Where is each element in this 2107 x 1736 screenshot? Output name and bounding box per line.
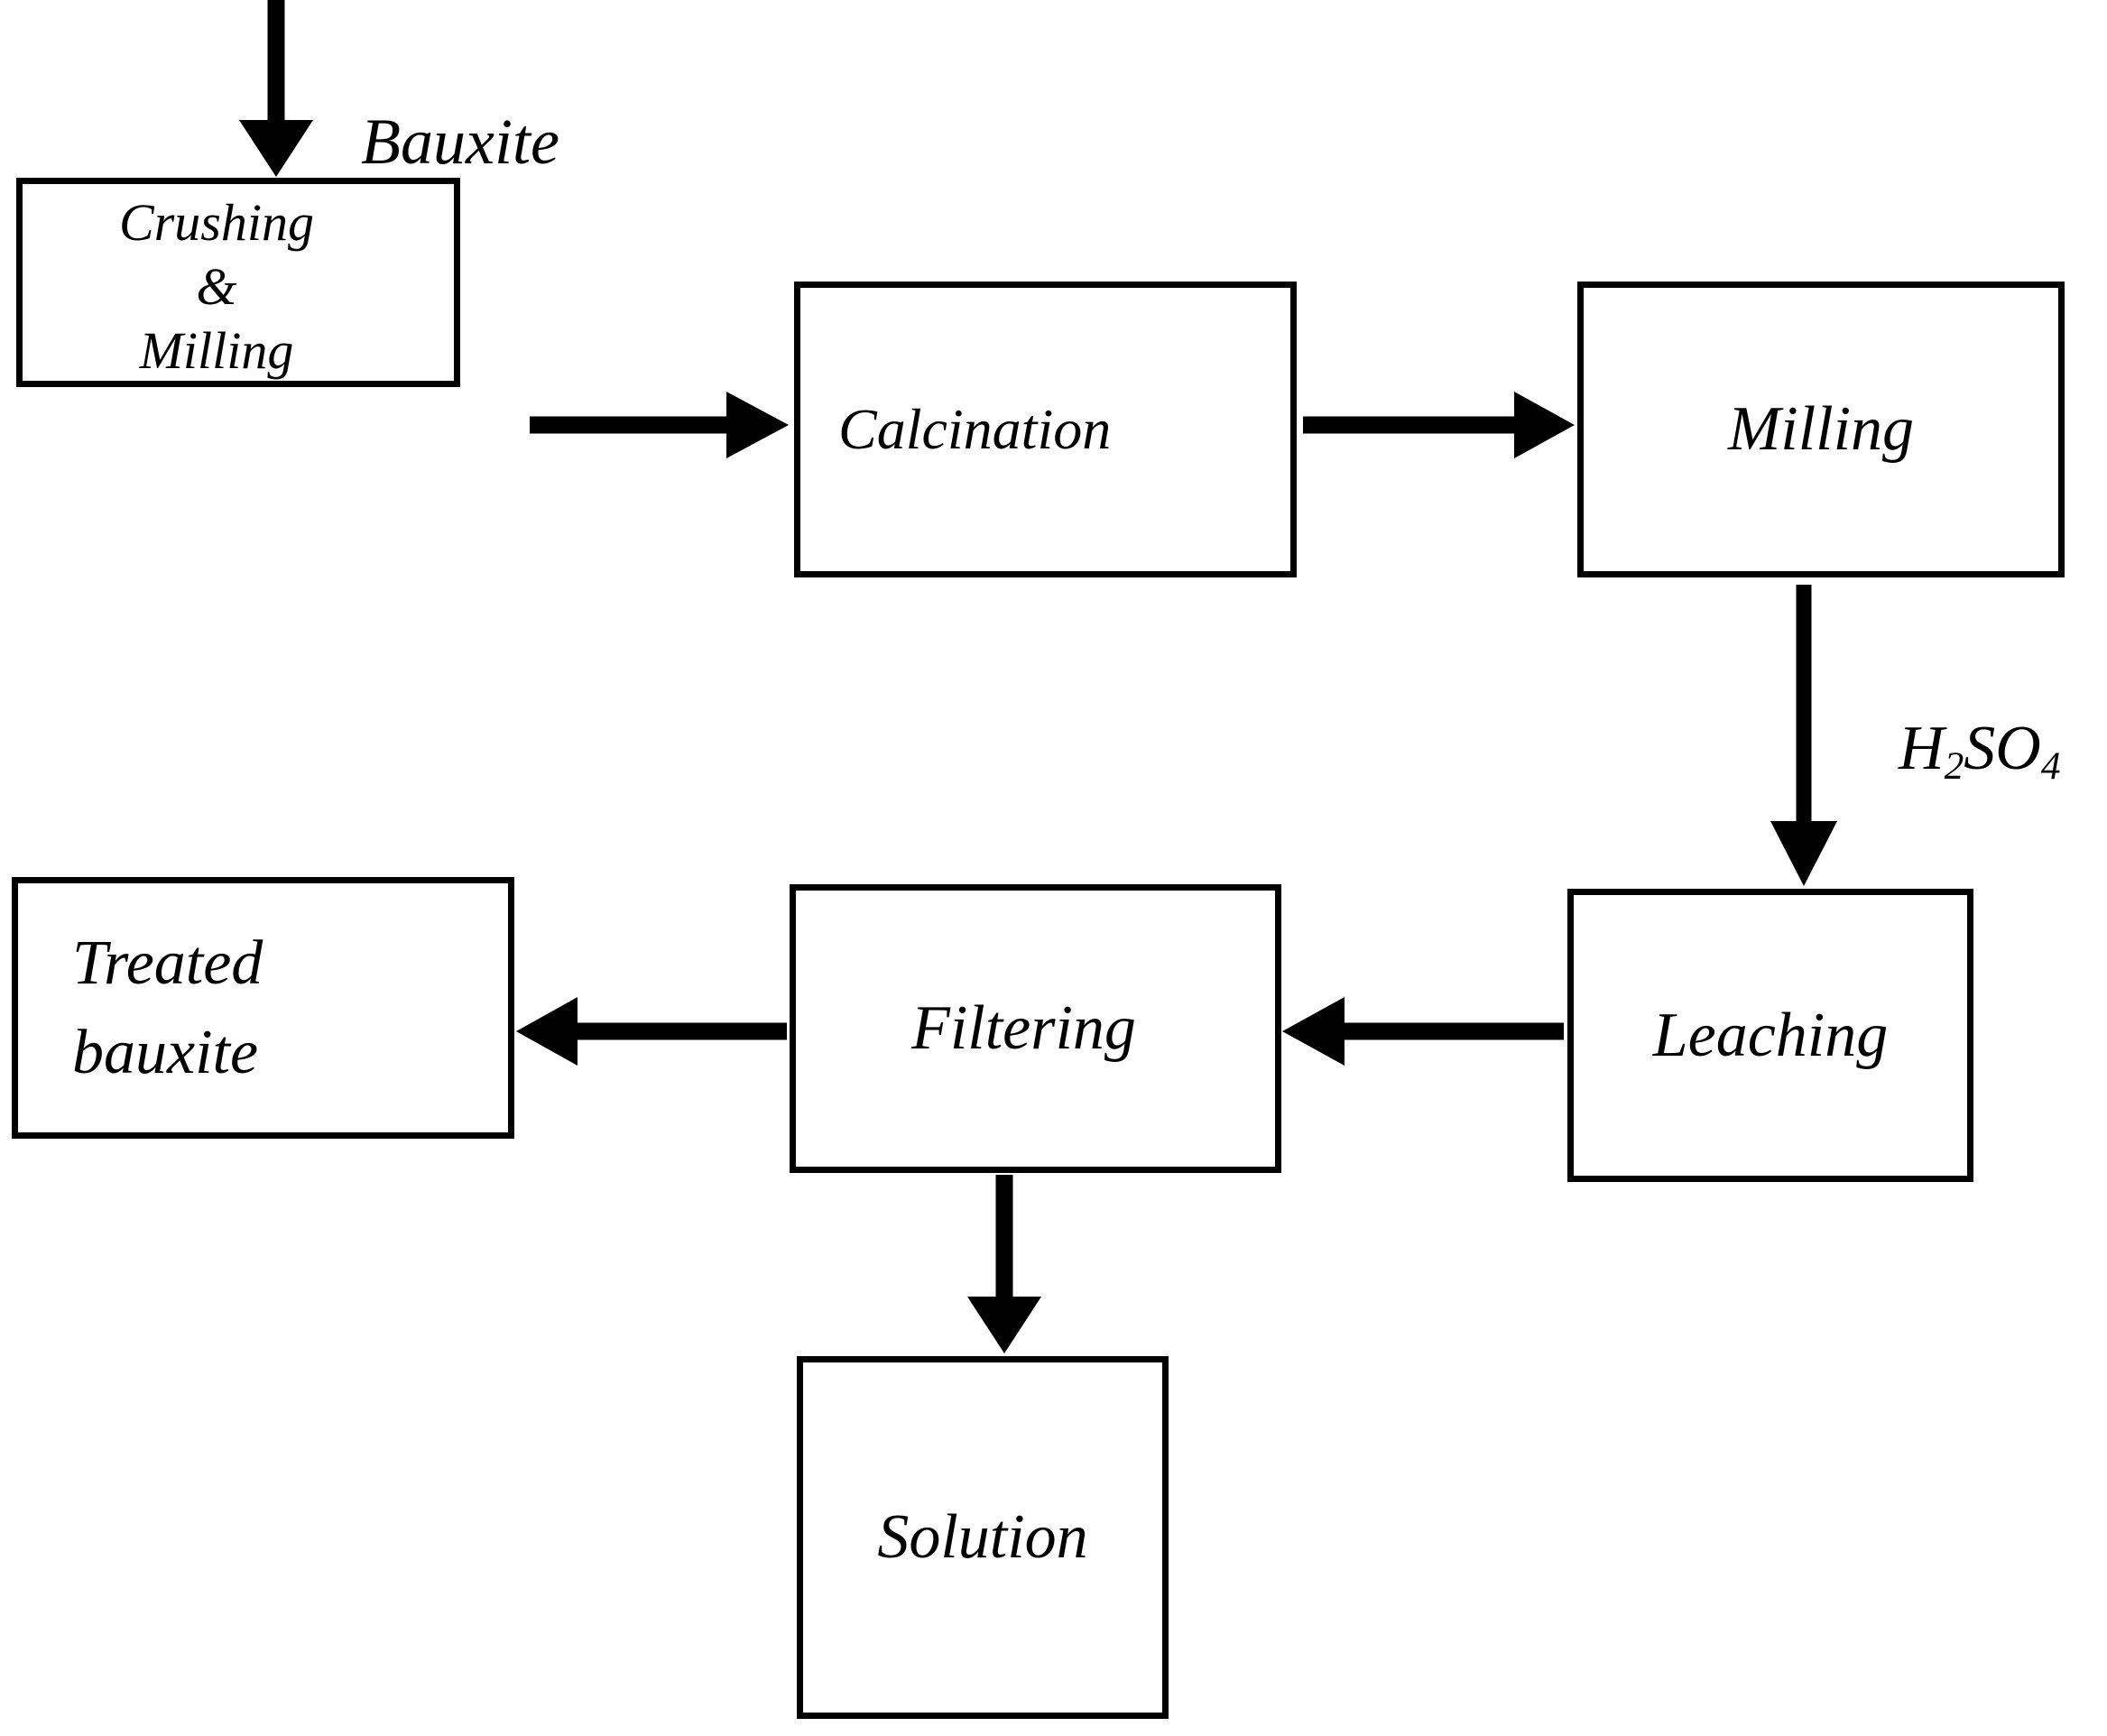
node-treated-bauxite[interactable]: Treated bauxite <box>12 877 514 1139</box>
node-milling[interactable]: Milling <box>1577 282 2065 577</box>
h2so4-so: SO <box>1964 714 2041 783</box>
node-crushing-milling[interactable]: Crushing & Milling <box>16 178 460 387</box>
arrow-leaching-to-filtering <box>1282 997 1564 1066</box>
edge-label-h2so4: H2SO4 <box>1899 713 2061 789</box>
node-leaching[interactable]: Leaching <box>1567 889 1973 1182</box>
edge-label-bauxite: Bauxite <box>361 106 559 178</box>
node-filtering[interactable]: Filtering <box>790 884 1281 1173</box>
node-label-filtering: Filtering <box>911 993 1136 1064</box>
arrow-crushing-to-calcination <box>530 392 789 458</box>
h2so4-h: H <box>1899 714 1945 783</box>
h2so4-subscript-2: 2 <box>1944 744 1964 789</box>
arrow-filtering-to-solution <box>967 1175 1041 1353</box>
node-label-leaching: Leaching <box>1652 1000 1889 1070</box>
h2so4-subscript-4: 4 <box>2040 744 2061 789</box>
node-label-crushing-milling: Crushing & Milling <box>119 193 314 380</box>
node-label-milling: Milling <box>1727 394 1915 465</box>
arrow-calcination-to-milling <box>1303 392 1575 458</box>
arrow-feed-to-crushing <box>239 0 313 177</box>
node-label-calcination: Calcination <box>838 396 1112 461</box>
arrow-filtering-to-treated-bauxite <box>516 997 787 1066</box>
node-calcination[interactable]: Calcination <box>794 282 1297 577</box>
node-label-treated-bauxite: Treated bauxite <box>72 928 263 1087</box>
node-label-solution: Solution <box>877 1502 1088 1573</box>
node-solution[interactable]: Solution <box>797 1356 1169 1719</box>
arrow-milling-to-leaching <box>1770 585 1837 886</box>
